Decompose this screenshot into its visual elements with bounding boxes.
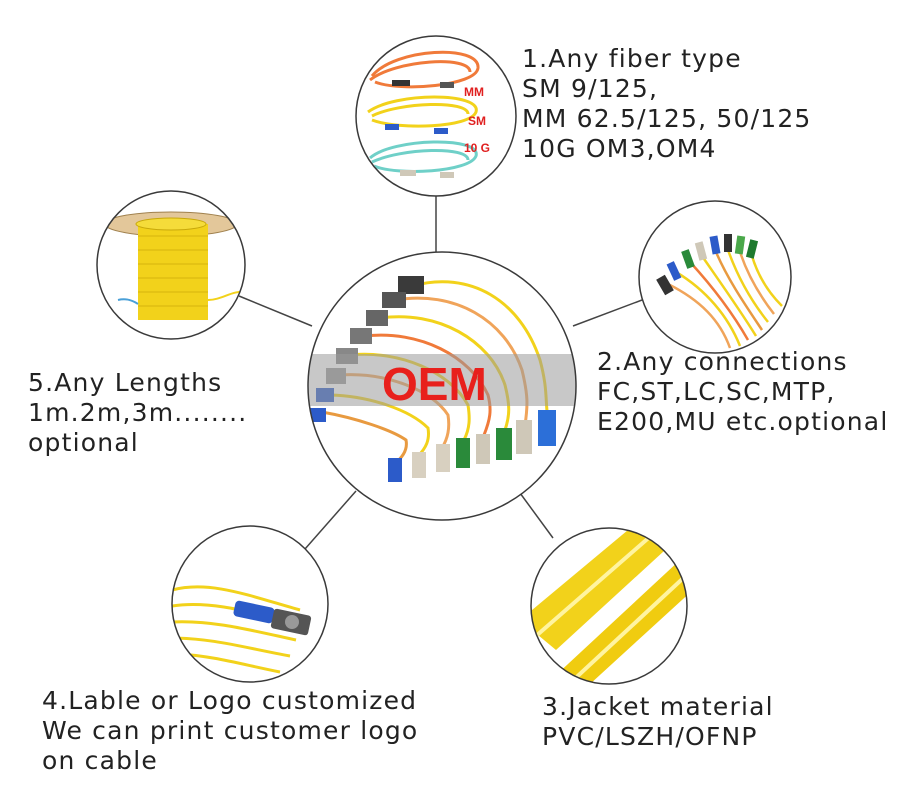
connector-lines	[238, 196, 643, 550]
connectors-fan-image	[638, 200, 792, 354]
fiber-type-line-4: 10G OM3,OM4	[522, 134, 717, 163]
oem-center-image: OEM	[307, 251, 577, 521]
fiber-type-line-1: 1.Any fiber type	[522, 44, 742, 73]
tag-10g: 10 G	[464, 141, 490, 155]
fiber-type-text: 1.Any fiber type SM 9/125, MM 62.5/125, …	[522, 44, 812, 164]
connections-text: 2.Any connections FC,ST,LC,SC,MTP, E200,…	[597, 347, 888, 437]
fiber-type-image: MM SM 10 G	[355, 35, 517, 197]
jacket-text: 3.Jacket material PVC/LSZH/OFNP	[542, 692, 774, 752]
connections-line-3: E200,MU etc.optional	[597, 407, 889, 436]
fiber-type-line-2: SM 9/125,	[522, 74, 659, 103]
tag-mm: MM	[464, 85, 484, 99]
logo-line-1: 4.Lable or Logo customized	[42, 686, 418, 715]
fiber-type-line-3: MM 62.5/125, 50/125	[522, 104, 812, 133]
logo-cable-image	[171, 525, 329, 683]
lengths-line-1: 5.Any Lengths	[28, 368, 223, 397]
jacket-material-image	[530, 527, 688, 685]
jacket-line-2: PVC/LSZH/OFNP	[542, 722, 758, 751]
tag-sm: SM	[468, 114, 486, 128]
connections-line-1: 2.Any connections	[597, 347, 848, 376]
lengths-line-3: optional	[28, 428, 139, 457]
connections-line-2: FC,ST,LC,SC,MTP,	[597, 377, 836, 406]
logo-line-3: on cable	[42, 746, 158, 775]
oem-label: OEM	[382, 358, 487, 410]
jacket-line-1: 3.Jacket material	[542, 692, 774, 721]
lengths-text: 5.Any Lengths 1m.2m,3m........ optional	[28, 368, 247, 458]
cable-spool-image	[96, 190, 246, 340]
logo-text: 4.Lable or Logo customized We can print …	[42, 686, 418, 776]
lengths-line-2: 1m.2m,3m........	[28, 398, 248, 427]
logo-line-2: We can print customer logo	[42, 716, 419, 745]
